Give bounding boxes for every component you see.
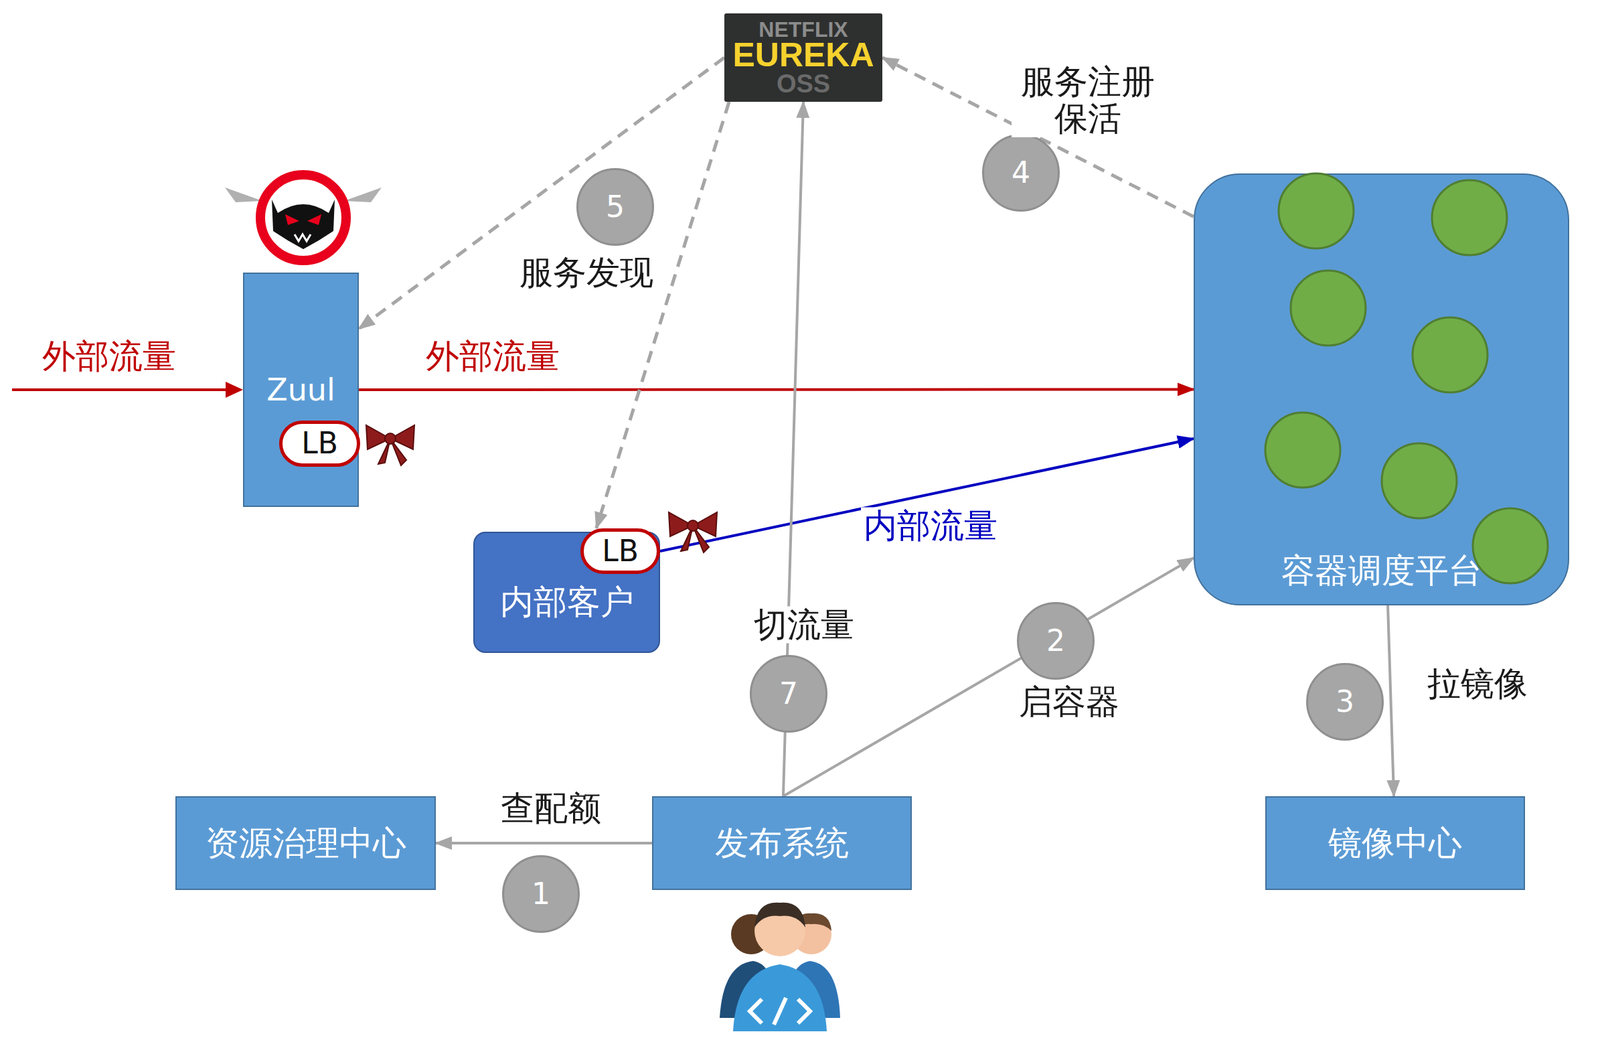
connector: [596, 101, 730, 529]
step-label: 服务注册 保活: [1011, 63, 1165, 138]
callout-number: 5: [576, 168, 655, 246]
node-text: OSS: [776, 71, 831, 96]
logo-ring: [260, 174, 347, 261]
ribbon-bow: [366, 425, 415, 466]
logo-horn: [224, 187, 263, 203]
registry-logo: NETFLIXEUREKAOSS: [724, 13, 883, 102]
person-hair: [754, 902, 806, 928]
container-instances: [1265, 173, 1548, 584]
step-label: 服务发现: [516, 254, 657, 292]
logo-face: [271, 199, 335, 250]
process-box: 镜像中心: [1265, 795, 1526, 890]
process-box: 资源治理中心: [175, 795, 436, 890]
connector: [358, 388, 1194, 392]
callout-number: 7: [749, 654, 828, 733]
gateway-box: ZuulLB: [243, 272, 359, 507]
connector: [783, 557, 1194, 796]
ribbon-bow: [668, 512, 717, 553]
step-label: 拉镜像: [1424, 665, 1531, 703]
step-label: 启容器: [1016, 683, 1123, 721]
node-text: 容器调度平台: [1281, 552, 1483, 590]
container-dot: [1381, 443, 1457, 519]
logo-eye: [307, 214, 322, 225]
logo-horn: [344, 187, 382, 203]
node-text: Zuul: [266, 372, 336, 408]
node-text: 资源治理中心: [205, 824, 407, 862]
arrow-head: [225, 381, 244, 398]
connector: [1387, 605, 1394, 796]
external-arrow: [12, 381, 244, 398]
flow-label: 内部流量: [860, 507, 1001, 545]
developers-icon: [719, 902, 841, 1031]
step-label: 查配额: [498, 789, 604, 827]
bow-knot: [687, 520, 699, 531]
code-glyph: [797, 998, 811, 1023]
connector: [660, 438, 1194, 551]
node-text: 内部客户: [500, 583, 634, 621]
container-dot: [1278, 173, 1354, 249]
logo-eye: [285, 214, 300, 225]
callout-number: 4: [982, 133, 1060, 212]
node-text: EUREKA: [732, 39, 874, 72]
node-text: 镜像中心: [1328, 824, 1463, 862]
code-glyph: [773, 997, 786, 1025]
step-label: 切流量: [751, 606, 857, 644]
lb-pill: LB: [279, 420, 361, 467]
container-dot: [1265, 412, 1341, 488]
bow-knot: [384, 433, 396, 444]
container-dot: [1472, 508, 1548, 584]
person-body: [733, 964, 827, 1031]
node-text: LB: [601, 534, 639, 568]
container-dot: [1290, 270, 1366, 346]
callout-number: 3: [1306, 662, 1384, 741]
code-glyph: [749, 998, 762, 1023]
logo-teeth: [294, 234, 311, 242]
flow-label: 外部流量: [423, 338, 563, 375]
connector: [358, 57, 725, 329]
client-box: 内部客户 LB: [473, 531, 661, 653]
connector: [882, 57, 1194, 217]
container-dot: [1431, 180, 1507, 256]
lb-pill: LB: [580, 528, 661, 574]
node-text: LB: [301, 427, 339, 460]
flow-label: 外部流量: [39, 338, 179, 375]
node-text: 发布系统: [714, 824, 849, 862]
zuul-logo: [224, 174, 382, 261]
container-dot: [1412, 317, 1488, 393]
callout-number: 2: [1016, 601, 1095, 680]
connector: [435, 841, 653, 845]
process-box: 发布系统: [652, 795, 912, 890]
node-text: NETFLIX: [758, 19, 848, 40]
arrow-line: [12, 388, 229, 391]
callout-number: 1: [502, 854, 580, 933]
